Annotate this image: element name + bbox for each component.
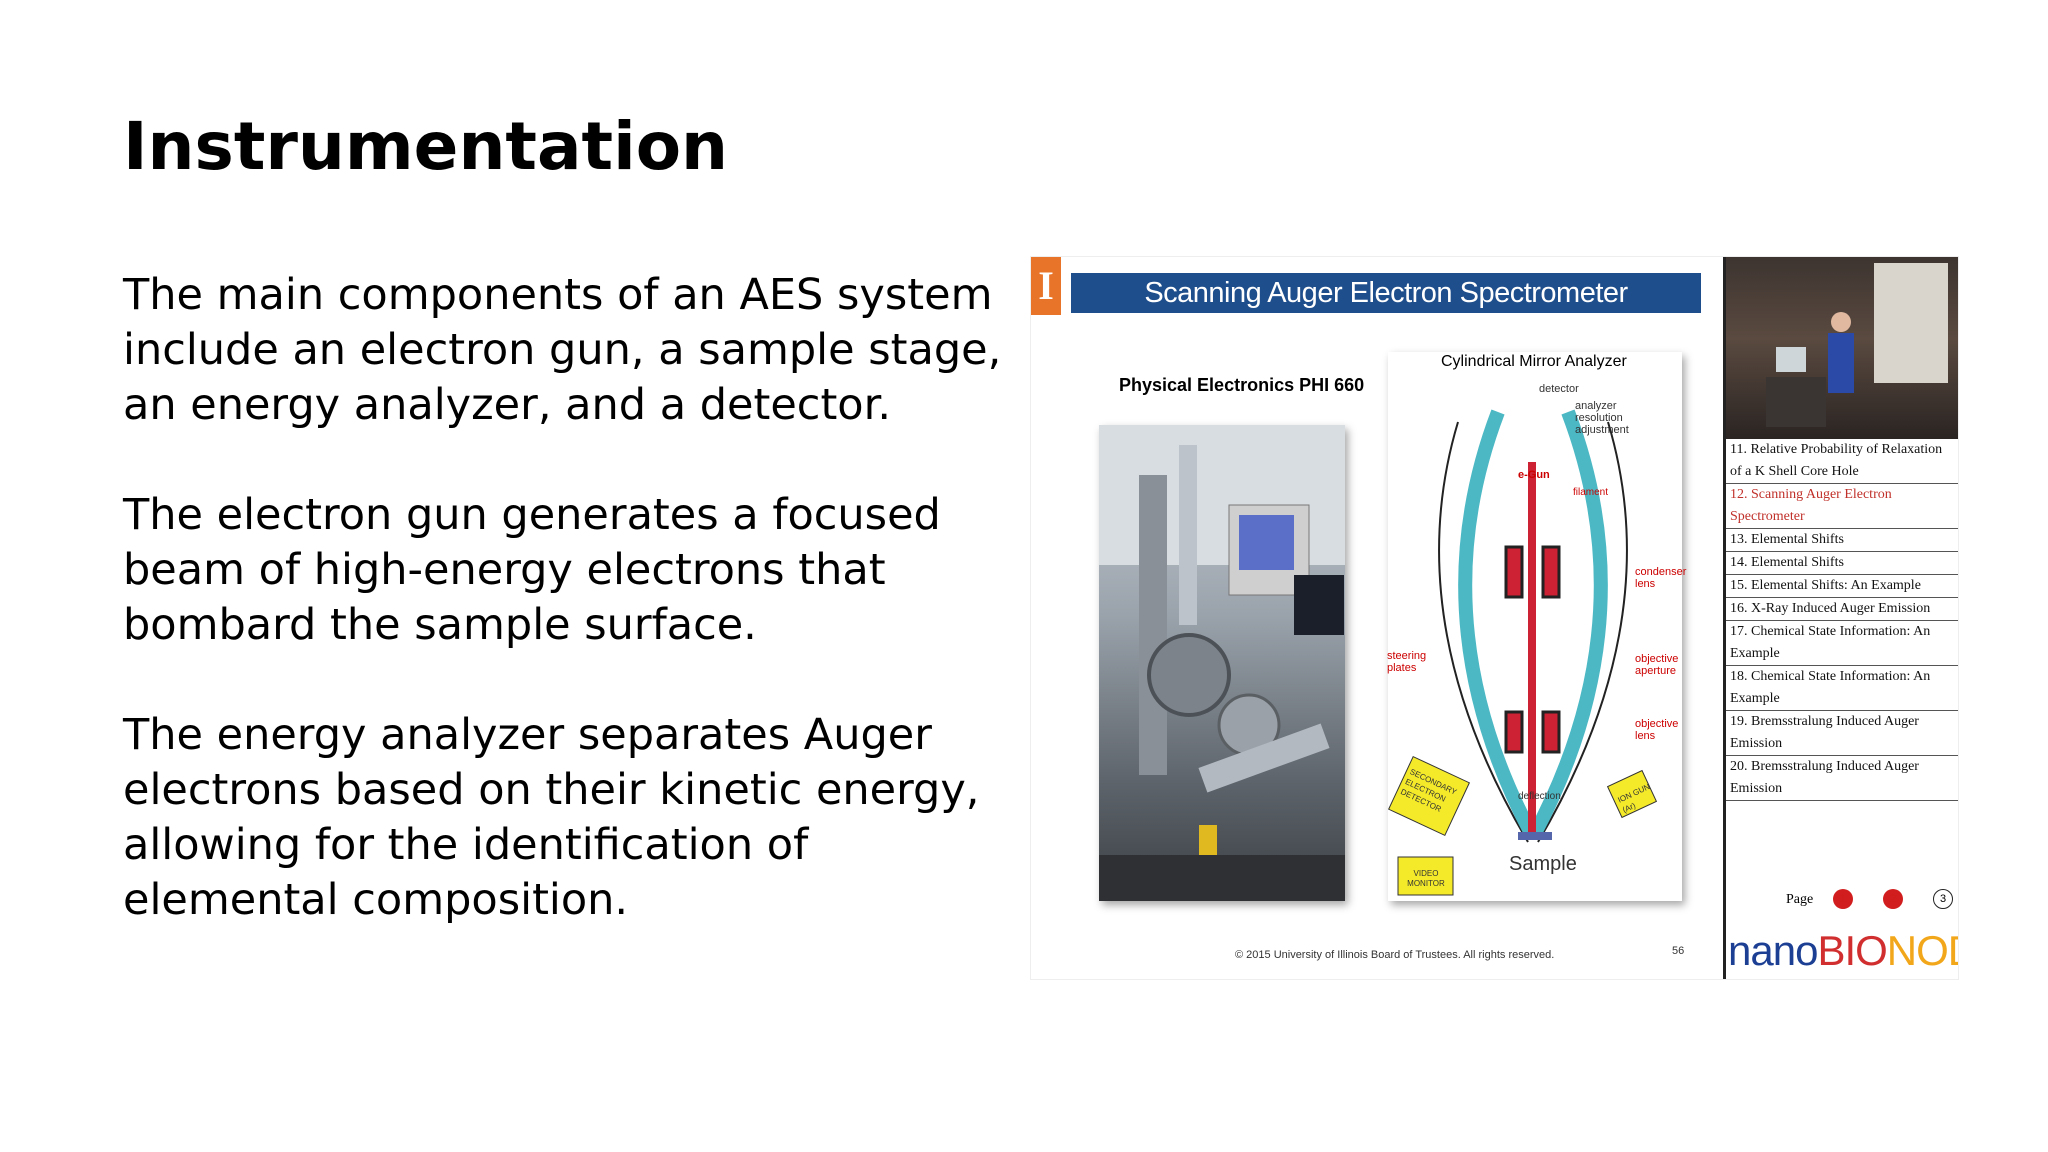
label-objective-aperture: objective aperture [1635, 653, 1679, 677]
slide-title: Instrumentation [123, 108, 729, 185]
label-objective-lens: objective lens [1635, 718, 1679, 742]
slide-body: The main components of an AES system inc… [123, 268, 1003, 983]
label-sample: Sample [1509, 853, 1577, 875]
slide-number: 56 [1672, 945, 1685, 957]
lecture-screenshot: I Scanning Auger Electron Spectrometer P… [1030, 256, 1959, 980]
slide-banner: Scanning Auger Electron Spectrometer [1071, 273, 1701, 313]
label-condenser: condenser lens [1635, 566, 1687, 590]
page-3-button[interactable]: 3 [1933, 889, 1953, 909]
lecture-slide: I Scanning Auger Electron Spectrometer P… [1031, 257, 1721, 979]
nanobionode-logo: nanoBIONODE [1728, 927, 1958, 974]
label-deflection: deflection [1518, 791, 1561, 802]
toc-item[interactable]: 12. Scanning Auger Electron Spectrometer [1726, 484, 1958, 529]
presenter-video [1726, 257, 1958, 439]
page-1-button[interactable]: 1 [1833, 889, 1853, 909]
toc-list: 11. Relative Probability of Relaxation o… [1726, 439, 1958, 801]
label-steering: steering plates [1387, 650, 1427, 674]
paragraph-energy-analyzer: The energy analyzer separates Auger elec… [123, 710, 980, 925]
cma-title: Cylindrical Mirror Analyzer [1441, 353, 1627, 370]
instrument-photo [1099, 425, 1345, 901]
toc-item[interactable]: 17. Chemical State Information: An Examp… [1726, 621, 1958, 666]
toc-item[interactable]: 18. Chemical State Information: An Examp… [1726, 666, 1958, 711]
label-filament: filament [1573, 487, 1609, 498]
illinois-logo: I [1031, 257, 1061, 315]
label-egun: e-Gun [1518, 469, 1550, 481]
toc-item[interactable]: 19. Bremsstralung Induced Auger Emission [1726, 711, 1958, 756]
toc-item[interactable]: 13. Elemental Shifts [1726, 529, 1958, 552]
phi-label: Physical Electronics PHI 660 [1119, 375, 1365, 395]
cma-diagram [1387, 352, 1682, 901]
toc-item[interactable]: 16. X-Ray Induced Auger Emission [1726, 598, 1958, 621]
projection-screen [1874, 263, 1948, 383]
toc-item[interactable]: 15. Elemental Shifts: An Example [1726, 575, 1958, 598]
toc-item[interactable]: 20. Bremsstralung Induced Auger Emission [1726, 756, 1958, 801]
paragraph-components: The main components of an AES system inc… [123, 270, 1002, 430]
label-video-monitor: VIDEO MONITOR [1407, 869, 1445, 888]
lecture-sidebar: 11. Relative Probability of Relaxation o… [1723, 257, 1958, 979]
toc-item[interactable]: 11. Relative Probability of Relaxation o… [1726, 439, 1958, 484]
toc-item[interactable]: 14. Elemental Shifts [1726, 552, 1958, 575]
label-resolution: analyzer resolution adjustment [1575, 400, 1629, 436]
paragraph-electron-gun: The electron gun generates a focused bea… [123, 490, 941, 650]
copyright: © 2015 University of Illinois Board of T… [1235, 949, 1555, 961]
pager-label: Page [1786, 892, 1814, 907]
label-detector: detector [1539, 383, 1579, 395]
page-2-button[interactable]: 2 [1883, 889, 1903, 909]
